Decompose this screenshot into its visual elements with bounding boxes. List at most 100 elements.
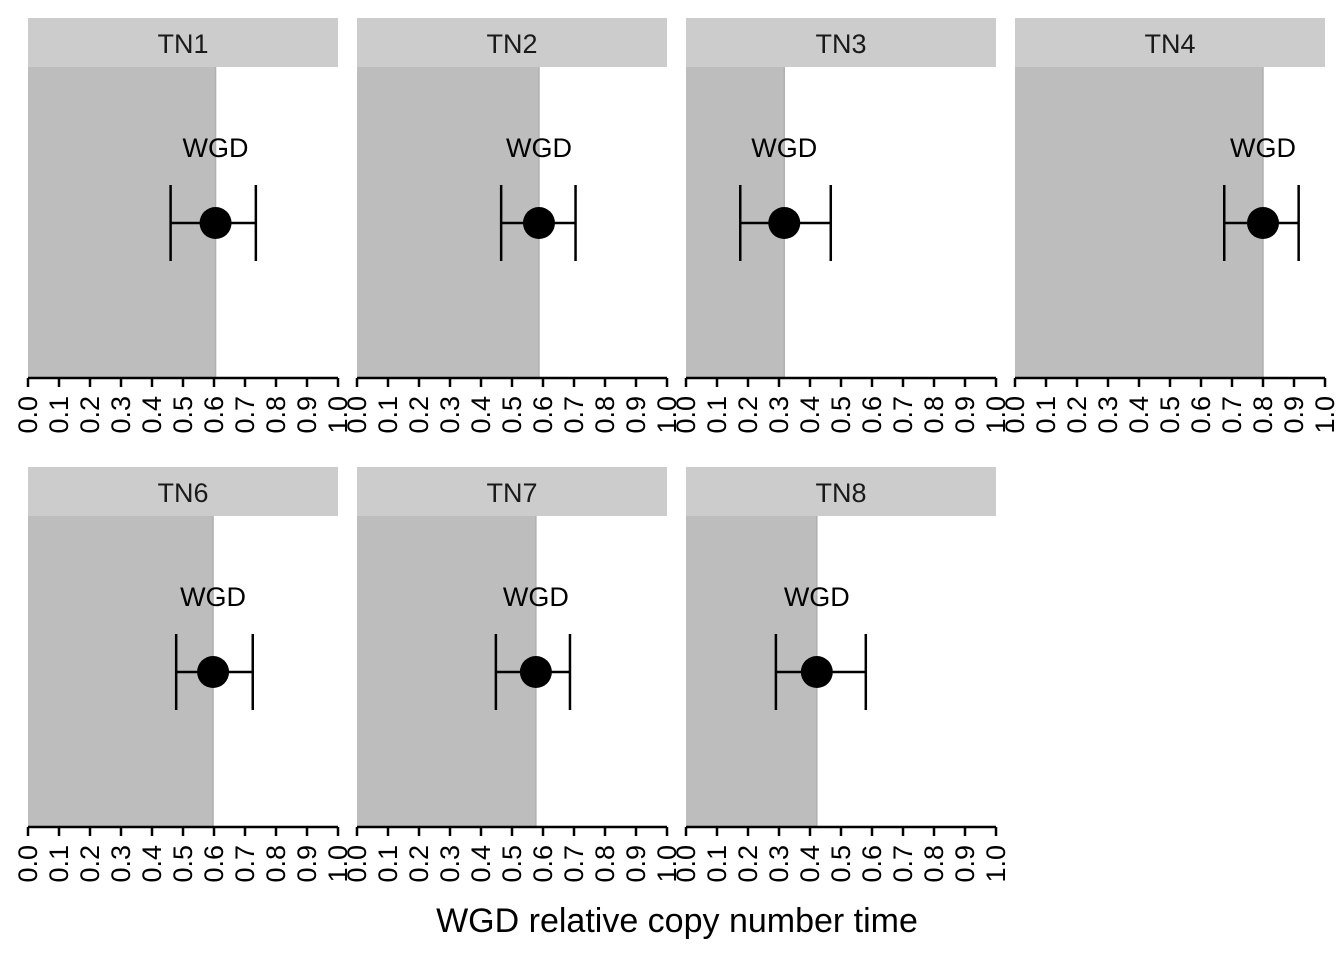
x-tick-label: 1.0 bbox=[323, 845, 353, 883]
x-tick-label: 0.1 bbox=[702, 845, 732, 883]
x-tick-label: 0.1 bbox=[1031, 396, 1061, 434]
x-tick-label: 0.2 bbox=[75, 396, 105, 434]
data-point bbox=[197, 656, 230, 688]
x-tick-label: 0.2 bbox=[404, 396, 434, 434]
facet-title: TN1 bbox=[157, 29, 208, 59]
facet-strip bbox=[1015, 18, 1325, 67]
data-point bbox=[522, 207, 555, 239]
x-tick-label: 0.0 bbox=[342, 845, 372, 883]
x-tick-label: 0.1 bbox=[702, 396, 732, 434]
x-tick-label: 0.1 bbox=[373, 845, 403, 883]
x-tick-label: 0.5 bbox=[826, 845, 856, 883]
facet-strip bbox=[686, 18, 996, 67]
x-tick-label: 0.2 bbox=[75, 845, 105, 883]
x-tick-label: 0.0 bbox=[13, 845, 43, 883]
x-tick-label: 0.0 bbox=[671, 396, 701, 434]
x-tick-label: 0.6 bbox=[528, 396, 558, 434]
x-tick-label: 0.8 bbox=[590, 845, 620, 883]
x-tick-label: 1.0 bbox=[652, 396, 682, 434]
x-tick-label: 0.1 bbox=[44, 396, 74, 434]
x-tick-label: 0.4 bbox=[466, 396, 496, 434]
x-tick-label: 0.2 bbox=[733, 396, 763, 434]
point-label: WGD bbox=[503, 582, 569, 612]
x-tick-label: 0.3 bbox=[764, 396, 794, 434]
facet-strip bbox=[357, 18, 667, 67]
x-tick-label: 0.9 bbox=[1279, 396, 1309, 434]
x-tick-label: 0.8 bbox=[590, 396, 620, 434]
facet-title: TN3 bbox=[815, 29, 866, 59]
data-point bbox=[768, 207, 801, 239]
x-tick-label: 0.7 bbox=[230, 396, 260, 434]
x-tick-label: 0.6 bbox=[199, 396, 229, 434]
x-tick-label: 0.7 bbox=[888, 396, 918, 434]
x-axis-label: WGD relative copy number time bbox=[436, 902, 918, 940]
facet-strip bbox=[28, 18, 338, 67]
x-tick-label: 0.4 bbox=[137, 396, 167, 434]
x-tick-label: 0.9 bbox=[292, 845, 322, 883]
x-tick-label: 0.8 bbox=[261, 396, 291, 434]
x-tick-label: 0.5 bbox=[1155, 396, 1185, 434]
data-point bbox=[199, 207, 232, 239]
x-tick-label: 0.1 bbox=[373, 396, 403, 434]
x-tick-label: 0.3 bbox=[106, 396, 136, 434]
x-tick-label: 1.0 bbox=[1310, 396, 1340, 434]
facet-title: TN2 bbox=[486, 29, 537, 59]
x-tick-label: 0.6 bbox=[857, 845, 887, 883]
x-tick-label: 0.9 bbox=[621, 845, 651, 883]
x-tick-label: 0.7 bbox=[1217, 396, 1247, 434]
facet-title: TN7 bbox=[486, 478, 537, 508]
x-tick-label: 0.2 bbox=[733, 845, 763, 883]
x-tick-label: 0.4 bbox=[795, 845, 825, 883]
facet-title: TN8 bbox=[815, 478, 866, 508]
x-tick-label: 0.3 bbox=[764, 845, 794, 883]
x-tick-label: 0.3 bbox=[435, 845, 465, 883]
point-label: WGD bbox=[180, 582, 246, 612]
x-tick-label: 0.3 bbox=[435, 396, 465, 434]
x-tick-label: 1.0 bbox=[652, 845, 682, 883]
facet-title: TN6 bbox=[157, 478, 208, 508]
data-point bbox=[800, 656, 833, 688]
x-tick-label: 0.8 bbox=[1248, 396, 1278, 434]
x-tick-label: 0.6 bbox=[857, 396, 887, 434]
x-tick-label: 0.7 bbox=[230, 845, 260, 883]
point-label: WGD bbox=[506, 133, 572, 163]
data-point bbox=[519, 656, 552, 688]
x-tick-label: 0.0 bbox=[13, 396, 43, 434]
x-tick-label: 0.5 bbox=[497, 396, 527, 434]
x-tick-label: 0.3 bbox=[1093, 396, 1123, 434]
x-tick-label: 0.9 bbox=[621, 396, 651, 434]
x-tick-label: 0.5 bbox=[497, 845, 527, 883]
x-tick-label: 0.2 bbox=[404, 845, 434, 883]
x-tick-label: 0.0 bbox=[342, 396, 372, 434]
facet-strip bbox=[28, 467, 338, 516]
x-tick-label: 0.3 bbox=[106, 845, 136, 883]
x-tick-label: 1.0 bbox=[323, 396, 353, 434]
point-label: WGD bbox=[183, 133, 249, 163]
x-tick-label: 0.9 bbox=[950, 845, 980, 883]
x-tick-label: 0.5 bbox=[168, 396, 198, 434]
x-tick-label: 1.0 bbox=[981, 396, 1011, 434]
x-tick-label: 0.1 bbox=[44, 845, 74, 883]
x-tick-label: 0.7 bbox=[888, 845, 918, 883]
x-tick-label: 0.6 bbox=[199, 845, 229, 883]
x-tick-label: 0.6 bbox=[1186, 396, 1216, 434]
x-tick-label: 0.0 bbox=[671, 845, 701, 883]
x-tick-label: 0.5 bbox=[168, 845, 198, 883]
point-label: WGD bbox=[784, 582, 850, 612]
x-tick-label: 0.8 bbox=[919, 845, 949, 883]
x-tick-label: 0.4 bbox=[137, 845, 167, 883]
x-tick-label: 0.6 bbox=[528, 845, 558, 883]
x-tick-label: 0.9 bbox=[292, 396, 322, 434]
x-tick-label: 1.0 bbox=[981, 845, 1011, 883]
point-label: WGD bbox=[751, 133, 817, 163]
facet-strip bbox=[686, 467, 996, 516]
point-label: WGD bbox=[1230, 133, 1296, 163]
